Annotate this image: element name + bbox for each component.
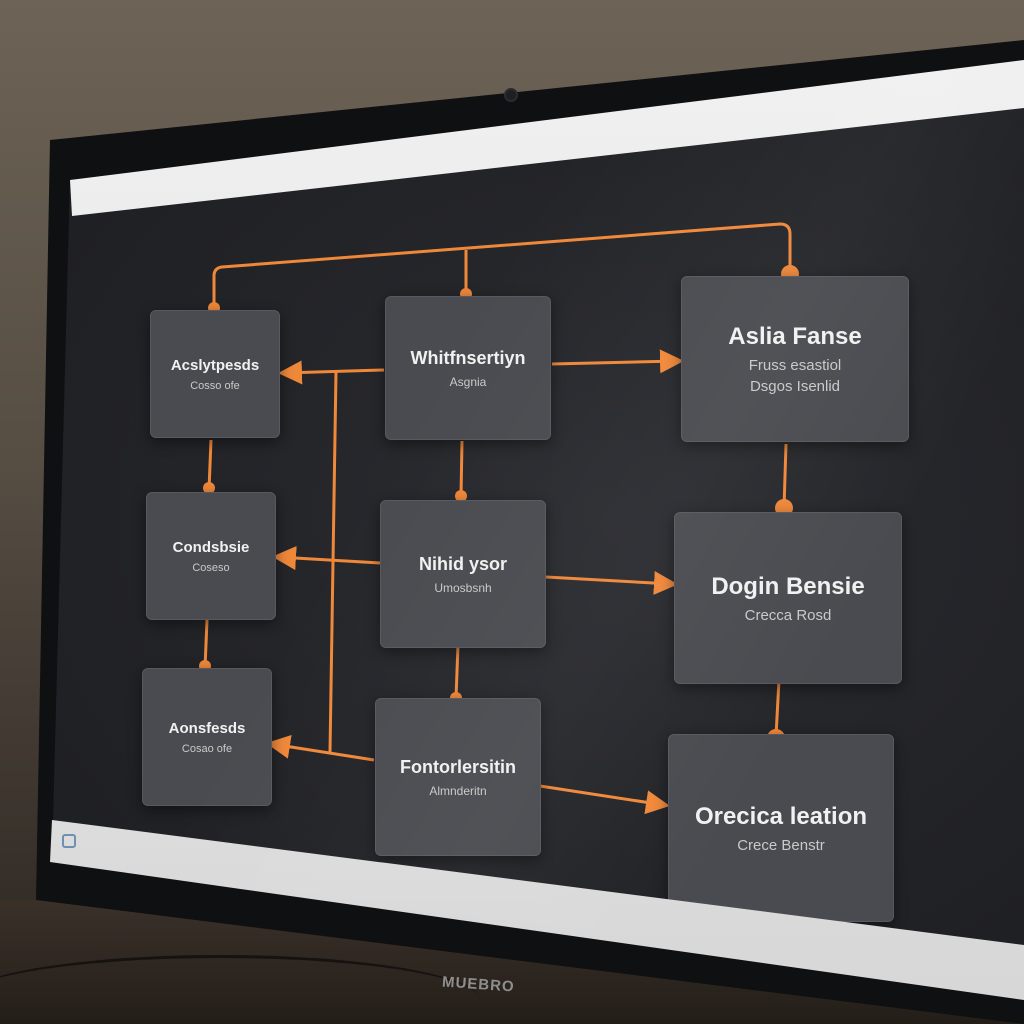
flow-node-left-3[interactable]: Aonsfesds Cosao ofe bbox=[142, 668, 272, 806]
node-subtitle: Crece Benstr bbox=[737, 837, 825, 854]
connector-trunk bbox=[330, 372, 336, 752]
flow-node-middle-3[interactable]: Fontorlersitin Almnderitn bbox=[375, 698, 541, 856]
node-subtitle: Umosbsnh bbox=[434, 581, 491, 595]
node-subtitle: Almnderitn bbox=[429, 784, 486, 798]
node-title: Aonsfesds bbox=[169, 720, 246, 737]
flow-node-left-1[interactable]: Acslytpesds Cosso ofe bbox=[150, 310, 280, 438]
connector-right-1-2 bbox=[784, 444, 786, 508]
node-title: Orecica leation bbox=[695, 803, 867, 831]
node-title: Condsbsie bbox=[173, 539, 250, 556]
window-icon[interactable] bbox=[62, 834, 76, 848]
node-title: Whitfnsertiyn bbox=[411, 348, 526, 369]
connector-mid-1-2 bbox=[461, 441, 462, 496]
flow-node-middle-1[interactable]: Whitfnsertiyn Asgnia bbox=[385, 296, 551, 440]
node-title: Acslytpesds bbox=[171, 357, 259, 374]
node-subtitle: Cosso ofe bbox=[190, 380, 240, 392]
node-title: Nihid ysor bbox=[419, 554, 507, 575]
connector-mid-to-right-2 bbox=[546, 577, 672, 584]
connector-mid-to-right-3 bbox=[540, 786, 664, 805]
node-subtitle: Cosao ofe bbox=[182, 743, 232, 755]
flow-node-right-1[interactable]: Aslia Fanse Fruss esastiol Dsgos Isenlid bbox=[681, 276, 909, 442]
connector-right-2-3 bbox=[776, 680, 779, 736]
node-subtitle: Crecca Rosd bbox=[745, 607, 832, 624]
node-title: Dogin Bensie bbox=[711, 573, 864, 601]
node-title: Fontorlersitin bbox=[400, 757, 516, 778]
connector-mid-to-right-1 bbox=[552, 361, 678, 364]
node-title: Aslia Fanse bbox=[728, 323, 861, 351]
flow-node-left-2[interactable]: Condsbsie Coseso bbox=[146, 492, 276, 620]
connector-mid-2-3 bbox=[456, 645, 458, 698]
connector-mid-to-left-2 bbox=[278, 557, 380, 563]
node-subtitle-secondary: Dsgos Isenlid bbox=[750, 378, 840, 395]
node-subtitle: Asgnia bbox=[450, 375, 487, 389]
connector-mid-to-left-3 bbox=[272, 744, 374, 760]
flow-node-right-2[interactable]: Dogin Bensie Crecca Rosd bbox=[674, 512, 902, 684]
connector-mid-to-left-1 bbox=[284, 370, 384, 373]
flow-node-right-3[interactable]: Orecica leation Crece Benstr bbox=[668, 734, 894, 922]
flow-node-middle-2[interactable]: Nihid ysor Umosbsnh bbox=[380, 500, 546, 648]
node-subtitle: Fruss esastiol bbox=[749, 357, 842, 374]
node-subtitle: Coseso bbox=[192, 562, 229, 574]
